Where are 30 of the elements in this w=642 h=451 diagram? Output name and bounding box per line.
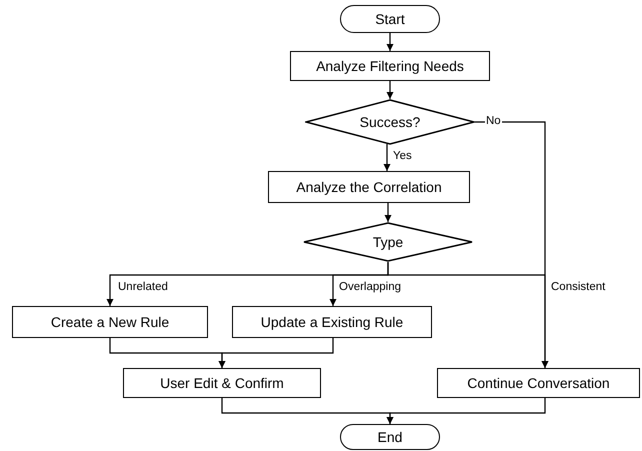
- process-box: [290, 51, 490, 81]
- node-text: Success?: [360, 114, 420, 130]
- node-text: Start: [375, 11, 405, 27]
- edge-label: Overlapping: [338, 282, 402, 294]
- node-text: Update a Existing Rule: [260, 314, 404, 330]
- arrow: [384, 203, 392, 222]
- arrow: [386, 81, 394, 99]
- node-text: End: [378, 429, 402, 445]
- process-box: [232, 306, 432, 338]
- edge-label: Consistent: [550, 282, 606, 294]
- arrow: [386, 398, 546, 424]
- node-text: Type: [372, 234, 404, 250]
- arrow: [218, 338, 334, 368]
- node-text: Analyze Filtering Needs: [316, 58, 464, 74]
- edge-label: Unrelated: [117, 282, 169, 294]
- decision-diamond: [305, 99, 475, 145]
- process-box: [123, 368, 321, 398]
- node-text: Analyze the Correlation: [296, 179, 442, 195]
- node-text: User Edit & Confirm: [160, 375, 284, 391]
- node-text: Continue Conversation: [467, 375, 610, 391]
- node-text: Create a New Rule: [50, 314, 170, 330]
- decision-diamond: [303, 222, 473, 262]
- edge-label: Yes: [392, 151, 413, 162]
- arrow: [384, 144, 390, 171]
- process-box: [12, 306, 208, 338]
- arrow: [386, 33, 394, 51]
- process-box: [437, 368, 640, 398]
- arrow: [387, 262, 548, 368]
- process-box: [268, 171, 470, 203]
- edge-label: No: [485, 116, 502, 128]
